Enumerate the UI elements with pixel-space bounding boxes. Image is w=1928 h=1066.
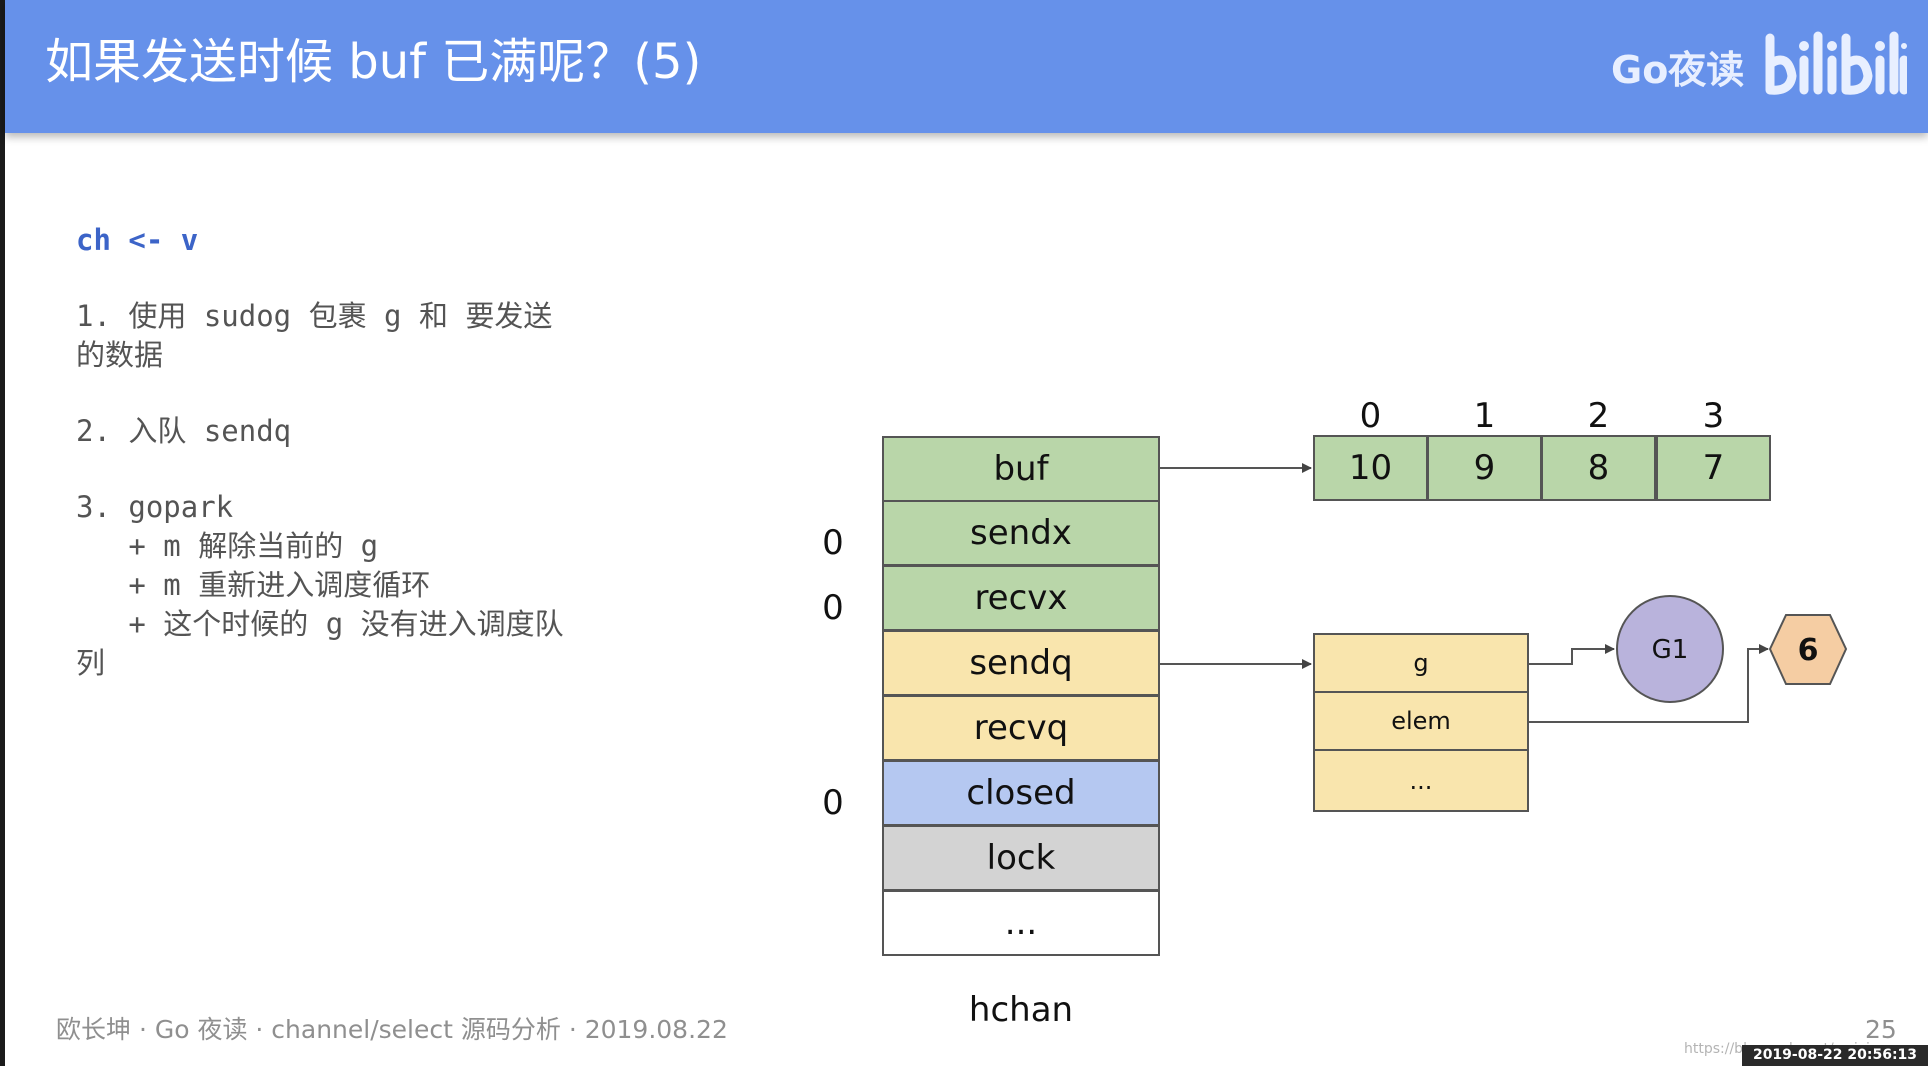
sudog-field-rest: ... [1313,749,1529,812]
bilibili-logo-icon: bilibili [1765,31,1907,95]
buffer-slot-0: 10 [1313,435,1428,501]
step-2-line: 2. 入队 sendq [76,414,292,448]
hchan-field-buf: buf [882,436,1160,502]
brand-label: Go夜读 [1611,48,1745,92]
left-edge-bar [0,0,5,1066]
sudog-field-g: g [1313,633,1529,693]
step-3-sub-3-wrap: 列 [76,646,106,680]
buffer-index-1: 1 [1473,396,1496,436]
slide-header: 如果发送时候 buf 已满呢？(5) Go夜读 bilibili [5,0,1928,133]
g-to-goroutine-arrow [1529,644,1615,665]
step-3-line: 3. gopark [76,490,234,524]
step-1-line-2: 的数据 [76,338,164,372]
hchan-field-sendx: sendx [882,500,1160,566]
step-3-sub-3: + 这个时候的 g 没有进入调度队 [76,607,564,641]
goroutine-circle [1616,595,1724,703]
value-label: 6 [1798,633,1819,668]
channel-send-statement: ch <- v [76,223,199,257]
hchan-field-sendq: sendq [882,630,1160,696]
sendx-value: 0 [822,523,844,563]
value-hexagon [1768,614,1848,685]
hchan-field-lock: lock [882,825,1160,891]
buffer-index-0: 0 [1359,396,1382,436]
step-1-line-1: 1. 使用 sudog 包裹 g 和 要发送 [76,299,553,333]
step-3-sub-1: + m 解除当前的 g [76,529,379,563]
hchan-field-rest: ... [882,890,1160,956]
step-3-sub-2: + m 重新进入调度循环 [76,568,431,602]
buffer-slot-3: 7 [1656,435,1771,501]
page-number: 25 [1865,1015,1897,1044]
goroutine-label: G1 [1652,635,1689,665]
hchan-field-closed: closed [882,760,1160,826]
recvx-value: 0 [822,588,844,628]
video-timestamp: 2019-08-22 20:56:13 [1742,1045,1928,1066]
buffer-slot-1: 9 [1427,435,1542,501]
buffer-index-3: 3 [1702,396,1725,436]
elem-to-value-arrow [1529,644,1769,723]
hchan-field-recvq: recvq [882,695,1160,761]
closed-value: 0 [822,783,844,823]
slide-title: 如果发送时候 buf 已满呢？(5) [45,34,702,90]
slide-footer: 欧长坤 · Go 夜读 · channel/select 源码分析 · 2019… [56,1015,728,1044]
buffer-slot-2: 8 [1541,435,1656,501]
hchan-field-recvx: recvx [882,565,1160,631]
hchan-caption: hchan [968,990,1074,1030]
sudog-field-elem: elem [1313,691,1529,751]
buffer-index-2: 2 [1587,396,1610,436]
